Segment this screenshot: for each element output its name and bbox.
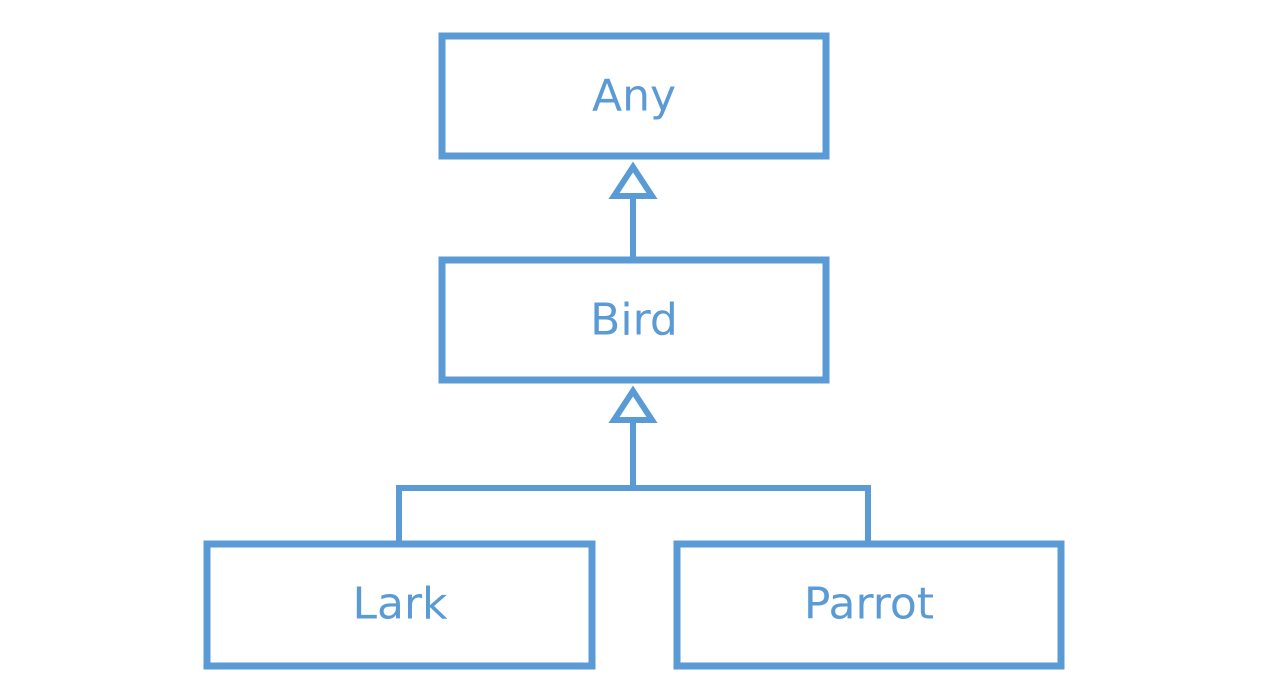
inheritance-arrow-icon [608, 385, 658, 423]
node-bird[interactable]: Bird [438, 256, 830, 384]
node-lark[interactable]: Lark [203, 540, 596, 670]
node-any-label: Any [592, 71, 676, 122]
edge-lark-to-bird [396, 485, 633, 542]
node-parrot[interactable]: Parrot [673, 540, 1065, 670]
node-parrot-label: Parrot [804, 579, 934, 630]
inheritance-arrow-icon [608, 161, 658, 199]
node-lark-label: Lark [352, 579, 448, 630]
edge-parrot-to-bird [633, 485, 871, 542]
node-bird-label: Bird [590, 295, 678, 346]
node-parrot-box [673, 540, 1065, 670]
node-bird-box [438, 256, 830, 384]
node-lark-box [203, 540, 596, 670]
node-any-box [438, 32, 830, 160]
node-any[interactable]: Any [438, 32, 830, 160]
